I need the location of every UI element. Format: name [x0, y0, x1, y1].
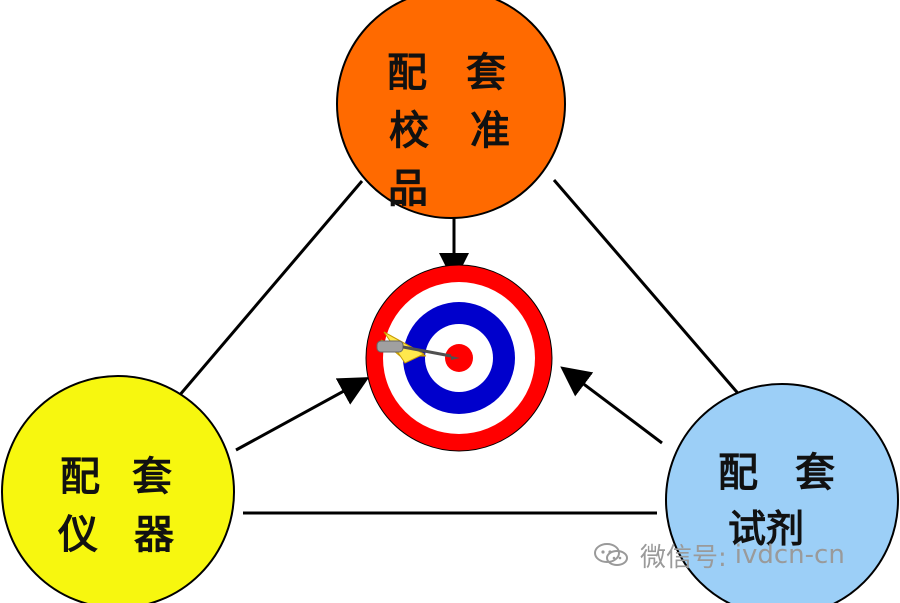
left-node-line1-left: 配 — [60, 454, 100, 500]
arrow-left-to-target — [235, 377, 370, 452]
left-node: 配 套 仪 器 — [1, 375, 235, 603]
arrow-right-to-target — [560, 366, 663, 445]
wechat-icon — [594, 543, 628, 566]
wechat-watermark-prefix: 微信号: — [640, 542, 727, 573]
top-node-line3: 品 — [388, 166, 428, 212]
right-node-circle — [665, 383, 899, 603]
connection-top-right — [552, 179, 744, 399]
top-node-line2-right: 准 — [470, 108, 510, 154]
top-node-line2-left: 校 — [389, 108, 429, 154]
connection-top-left — [165, 180, 364, 411]
wechat-watermark: 微信号: ivdcn-cn — [592, 535, 845, 575]
left-node-line2-right: 器 — [134, 512, 175, 558]
top-node: 配 套 校 准 品 — [336, 0, 566, 219]
left-node-line1-right: 套 — [132, 454, 172, 500]
left-node-line2-left: 仪 — [57, 512, 98, 558]
dart-icon — [376, 331, 460, 364]
right-node-line2: 试剂 — [728, 507, 804, 551]
wechat-watermark-handle: ivdcn-cn — [734, 540, 845, 570]
top-node-circle — [336, 0, 566, 219]
target-diagram — [365, 264, 553, 452]
top-node-line1-left: 配 — [387, 50, 427, 96]
right-node: 配 套 试剂 — [665, 383, 899, 603]
right-node-line1-left: 配 — [718, 450, 758, 496]
left-node-circle — [1, 375, 235, 603]
top-node-line1-right: 套 — [466, 50, 506, 96]
right-node-line1-right: 套 — [795, 450, 835, 496]
